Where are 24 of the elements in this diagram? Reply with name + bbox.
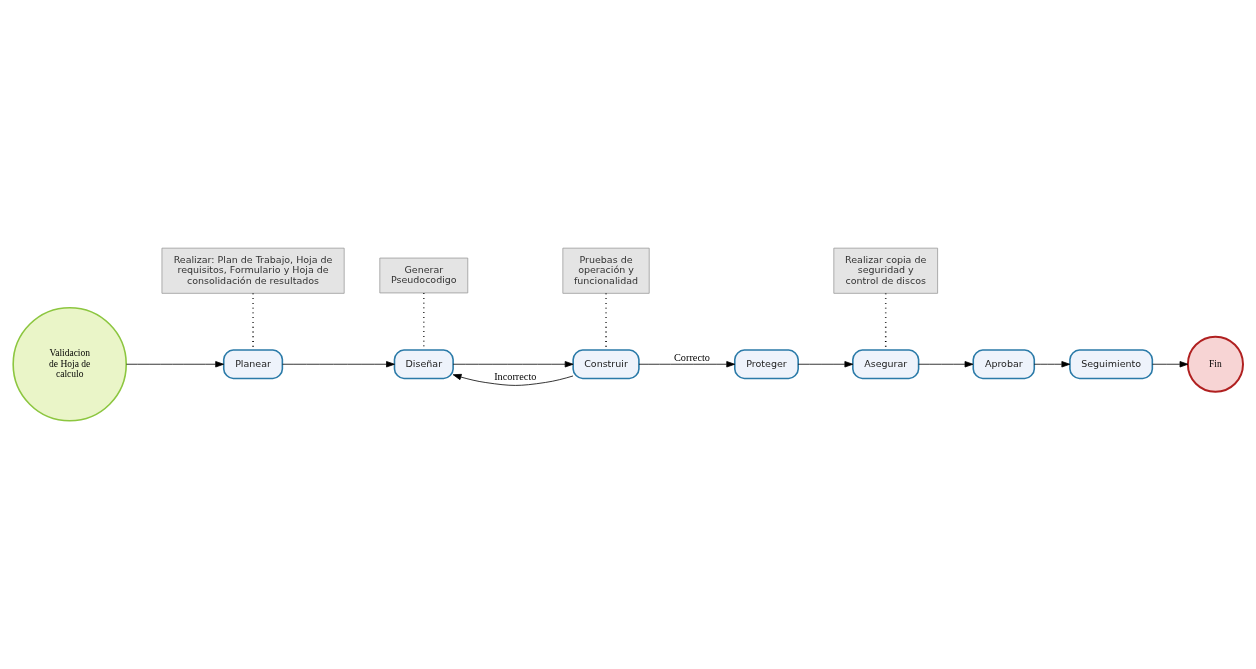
- node-box: Planear: [222, 349, 284, 380]
- node-circle: Fin: [1186, 335, 1244, 393]
- node-box: Proteger: [734, 349, 799, 380]
- node-box: Aprobar: [972, 349, 1036, 380]
- arrow: [1152, 361, 1189, 368]
- node-box: Generar Pseudocodigo: [379, 257, 469, 294]
- node-box: Construir: [572, 349, 640, 380]
- arrow: [797, 361, 854, 368]
- edge-label: Correcto: [673, 352, 711, 364]
- node-circle: Validacion de Hoja de calculo: [12, 306, 127, 422]
- node-box: Realizar copia de seguridad y control de discos: [833, 247, 938, 294]
- node-box: Seguimiento: [1069, 349, 1154, 380]
- arrow: [1033, 361, 1071, 368]
- arrow: [126, 361, 224, 368]
- node-box: Diseñar: [393, 349, 454, 380]
- arrow: [282, 361, 395, 368]
- node-box: Pruebas de operación y funcionalidad: [562, 247, 650, 294]
- arrow: [638, 361, 736, 368]
- arrow: [918, 361, 974, 368]
- node-box: Asegurar: [852, 349, 920, 380]
- arrow: [452, 361, 574, 368]
- node-box: Realizar: Plan de Trabajo, Hoja de requisitos, Formulario y Hoja de consolidación de resultados: [161, 247, 345, 294]
- edge-label: Incorrecto: [494, 370, 537, 382]
- arrow: [452, 373, 574, 386]
